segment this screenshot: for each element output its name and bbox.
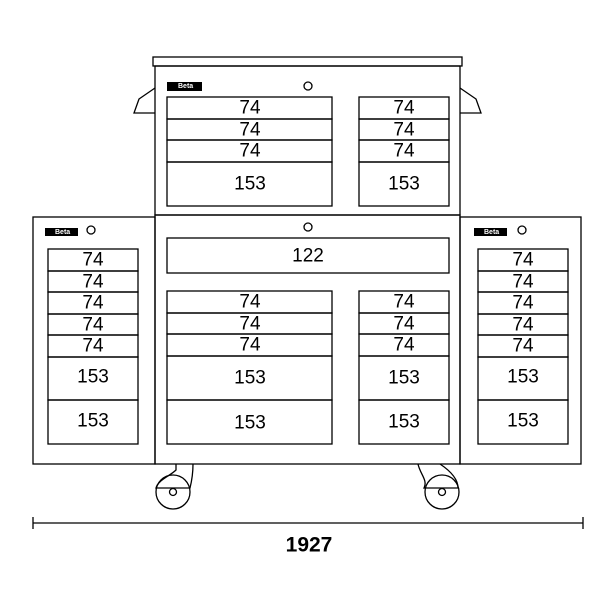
drawer-height-label: 74 xyxy=(512,293,534,314)
overall-width-dimension xyxy=(32,517,584,529)
drawer-height-label: 74 xyxy=(82,272,104,293)
brand-label: Beta xyxy=(484,229,499,236)
beta-logo-icon: Beta xyxy=(474,228,507,236)
top-cabinet: Beta xyxy=(133,56,482,216)
drawer-height-label: 74 xyxy=(393,314,415,335)
drawer-height-label: 153 xyxy=(77,367,109,388)
drawer-height-label: 153 xyxy=(234,413,266,434)
drawer-height-label: 74 xyxy=(512,315,534,336)
drawer-height-label: 74 xyxy=(393,335,415,356)
drawer-height-label: 153 xyxy=(234,174,266,195)
drawer-height-label: 153 xyxy=(77,411,109,432)
left-lock-icon xyxy=(86,225,96,235)
beta-logo-icon: Beta xyxy=(167,82,202,91)
top-cabinet-lid xyxy=(152,56,463,67)
drawer-height-label: 153 xyxy=(507,411,539,432)
right-lock-icon xyxy=(517,225,527,235)
drawer-height-label: 74 xyxy=(239,292,261,313)
overall-width-label: 1927 xyxy=(286,534,333,557)
drawer-height-label: 122 xyxy=(292,246,324,267)
left-side-cabinet: Beta xyxy=(32,216,156,465)
drawer-height-label: 153 xyxy=(234,368,266,389)
right-side-body xyxy=(459,216,582,465)
left-side-drawer-7[interactable] xyxy=(47,399,139,445)
drawer-height-label: 74 xyxy=(82,336,104,357)
right-caster xyxy=(417,463,460,510)
drawer-height-label: 74 xyxy=(239,98,261,119)
main-right-drawer-5[interactable] xyxy=(358,399,450,445)
main-wide-drawer[interactable] xyxy=(166,237,450,274)
top-right-drawer-4[interactable] xyxy=(358,161,450,207)
drawer-height-label: 153 xyxy=(507,367,539,388)
main-left-drawer-5[interactable] xyxy=(166,399,333,445)
drawer-height-label: 74 xyxy=(239,141,261,162)
drawer-height-label: 153 xyxy=(388,412,420,433)
right-side-drawer-7[interactable] xyxy=(477,399,569,445)
top-lock-icon xyxy=(303,81,313,91)
drawer-height-label: 74 xyxy=(393,141,415,162)
drawer-height-label: 74 xyxy=(512,272,534,293)
left-side-body xyxy=(32,216,156,465)
drawer-height-label: 74 xyxy=(239,314,261,335)
drawer-height-label: 74 xyxy=(393,98,415,119)
drawer-height-label: 74 xyxy=(393,120,415,141)
right-side-cabinet: Beta xyxy=(459,216,582,465)
drawer-height-label: 74 xyxy=(239,120,261,141)
drawer-height-label: 74 xyxy=(393,292,415,313)
drawer-height-label: 74 xyxy=(239,335,261,356)
drawer-labels: 74 74 74 153 74 74 74 153 122 74 74 74 1… xyxy=(77,98,539,434)
top-left-handle xyxy=(133,87,156,114)
drawer-height-label: 74 xyxy=(82,250,104,271)
drawer-height-label: 74 xyxy=(512,336,534,357)
beta-logo-icon: Beta xyxy=(45,228,78,236)
brand-label: Beta xyxy=(178,83,193,90)
drawer-height-label: 74 xyxy=(512,250,534,271)
drawer-height-label: 153 xyxy=(388,368,420,389)
main-lock-icon xyxy=(303,222,313,232)
brand-label: Beta xyxy=(55,229,70,236)
drawer-height-label: 74 xyxy=(82,315,104,336)
left-caster xyxy=(155,463,194,510)
drawer-height-label: 153 xyxy=(388,174,420,195)
top-left-drawer-4[interactable] xyxy=(166,161,333,207)
top-right-handle xyxy=(459,87,482,114)
drawer-height-label: 74 xyxy=(82,293,104,314)
